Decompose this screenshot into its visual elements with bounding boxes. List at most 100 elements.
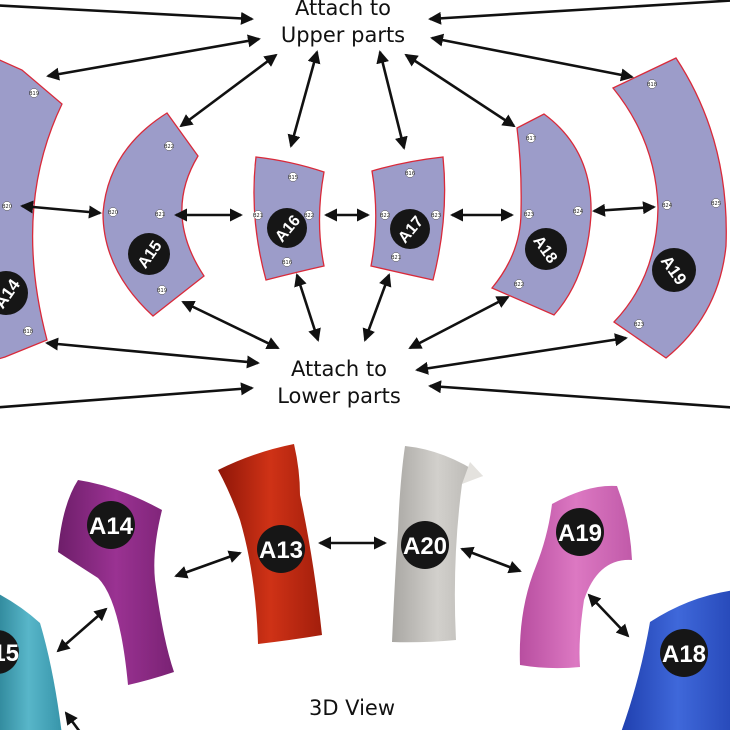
mark-b19-dot [29, 88, 39, 98]
mark-b21-dot [253, 210, 263, 220]
arrow-lower-a19 [415, 333, 628, 375]
badge-a14-3d-label: A14 [89, 513, 134, 540]
arrow-a18-a19 [592, 201, 656, 217]
arrow-3d-a15-bottom [64, 711, 81, 730]
mark-label: B21 [391, 255, 401, 261]
lower-caption-line-1: Attach to [291, 357, 387, 381]
part-3d-a18: A18 [621, 590, 730, 730]
badge-a19-flat [652, 248, 696, 292]
part-3d-a15-shape [0, 594, 62, 730]
arrow-3d-a20-a19 [460, 546, 522, 574]
mark-b24-dot [662, 200, 672, 210]
arrow-lower-right-edge [428, 380, 730, 409]
mark-b25-dot [711, 198, 721, 208]
mark-b17-dot [526, 133, 536, 143]
mark-label: B17 [526, 136, 536, 142]
arrow-upper-a19 [430, 33, 634, 82]
part-3d-a15: A15 [0, 594, 62, 730]
mark-b15-dot [288, 172, 298, 182]
badge-a15-3d-label: A15 [0, 640, 19, 667]
mark-b16-dot [405, 168, 415, 178]
mark-label: B21 [155, 212, 165, 218]
arrow-lower-left-edge [0, 382, 254, 409]
arrow-lower-a17 [362, 273, 392, 342]
part-3d-a13: A13 [218, 444, 322, 644]
upper-caption-line-2: Upper parts [281, 23, 405, 47]
pattern-piece-a18: B17 B23 B24 B22 A18 [490, 113, 592, 316]
mark-b21-dot [155, 209, 165, 219]
arrow-upper-a16 [287, 50, 321, 148]
mark-label: B19 [29, 91, 39, 97]
mark-b20-dot [2, 201, 12, 211]
pattern-piece-a18-shape [490, 113, 592, 316]
arrow-3d-a14-a13 [174, 550, 242, 579]
mark-label: B22 [304, 213, 314, 219]
mark-b22-dot [514, 279, 524, 289]
arrow-upper-a15 [179, 53, 278, 128]
part-3d-a20-fold [462, 462, 483, 484]
badge-a15-3d [0, 630, 19, 674]
badge-a14-3d [87, 501, 135, 549]
arrow-upper-a14 [46, 34, 261, 81]
arrow-3d-a15-a14 [56, 607, 108, 653]
mark-b18-dot [23, 326, 33, 336]
mark-b16-dot [282, 257, 292, 267]
mark-label: B23 [634, 322, 644, 328]
three-d-view: A15 A14 A13 A20 A19 [0, 444, 730, 730]
badge-a18-3d [660, 629, 708, 677]
upper-caption-line-1: Attach to [295, 0, 391, 20]
pattern-piece-a19: B18 B24 B25 B23 A19 [611, 57, 727, 359]
mark-label: B21 [253, 213, 263, 219]
badge-a17-flat [390, 209, 430, 249]
arrow-lower-a16 [294, 273, 321, 342]
badge-a13-3d-label: A13 [259, 537, 303, 564]
mark-b24-dot [573, 206, 583, 216]
badge-a20-3d-label: A20 [403, 533, 447, 560]
mark-b23-dot [524, 209, 534, 219]
arrow-upper-right-edge [428, 0, 730, 25]
mark-label: B16 [282, 260, 292, 266]
badge-a13-3d [257, 525, 305, 573]
mark-label: B20 [2, 204, 12, 210]
badge-a15-flat [128, 233, 170, 275]
arrow-upper-left-edge [0, 4, 254, 25]
upper-caption: Attach to Upper parts [281, 0, 405, 47]
mark-b21-dot [391, 252, 401, 262]
arrow-upper-a17 [376, 50, 408, 150]
mark-b23-dot [431, 210, 441, 220]
pattern-piece-a17: B16 B22 B23 B21 A17 [370, 156, 446, 281]
part-3d-a19: A19 [519, 485, 632, 669]
badge-a14-flat [0, 271, 28, 315]
pattern-pieces: B19 B20 B18 A14 B20 B21 B22 B19 A15 B15 [0, 57, 727, 360]
mark-label: B23 [524, 212, 534, 218]
badge-a18-3d-label: A18 [662, 641, 706, 668]
mark-b22-dot [380, 210, 390, 220]
view-caption: 3D View [309, 696, 395, 720]
mark-label: B18 [647, 82, 657, 88]
part-3d-a14-shape [58, 480, 174, 685]
mark-label: B16 [405, 171, 415, 177]
arrow-3d-a19-a18 [587, 593, 630, 638]
mark-label: B25 [711, 201, 721, 207]
part-3d-a14: A14 [58, 480, 174, 685]
lower-caption-line-2: Lower parts [277, 384, 401, 408]
arrow-lower-a14 [45, 337, 260, 369]
part-3d-a20: A20 [392, 446, 483, 643]
badge-a18-flat [525, 228, 567, 270]
mark-b23-dot [634, 319, 644, 329]
arrow-lower-a18 [408, 295, 510, 350]
mark-label: B18 [23, 329, 33, 335]
mark-label: B22 [164, 144, 174, 150]
arrow-lower-a15 [181, 300, 280, 350]
mark-label: B20 [108, 210, 118, 216]
mark-b22-dot [164, 141, 174, 151]
arrow-a14-a15 [20, 200, 102, 219]
mark-b20-dot [108, 207, 118, 217]
badge-a16-flat [267, 208, 307, 248]
badge-a20-3d [401, 521, 449, 569]
mark-b19-dot [157, 285, 167, 295]
lower-caption: Attach to Lower parts [277, 357, 401, 408]
mark-b22-dot [304, 210, 314, 220]
mark-label: B19 [157, 288, 167, 294]
